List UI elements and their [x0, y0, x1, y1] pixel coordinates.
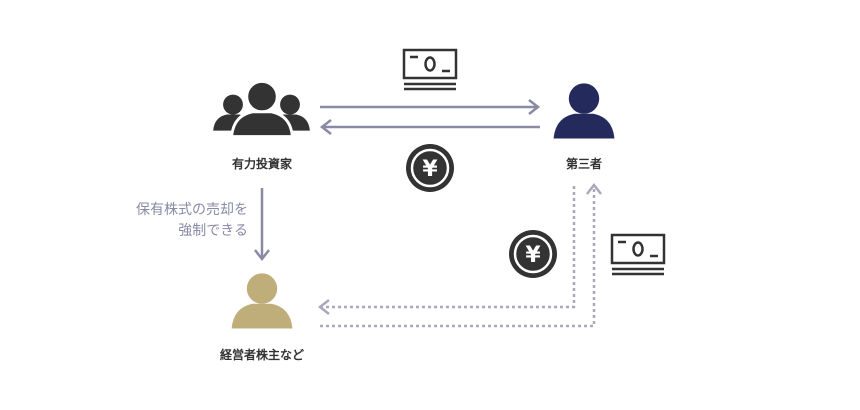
coin-symbol: ¥ — [525, 243, 541, 268]
banknote-icon — [402, 48, 458, 91]
third-party-person-icon — [553, 83, 615, 139]
management-person-icon — [231, 273, 293, 329]
arrow-investors-to-third-party — [320, 99, 541, 115]
dotted-arrow-head-left — [317, 299, 330, 315]
dotted-arrow-management-to-third-party — [320, 188, 596, 328]
group-people-icon — [213, 79, 310, 138]
dotted-arrow-head-up — [586, 182, 602, 195]
coin-symbol: ¥ — [422, 157, 438, 182]
caption-line-2: 強制できる — [178, 223, 248, 239]
third-party-label: 第三者 — [565, 157, 602, 171]
dotted-arrow-third-party-to-management — [322, 186, 576, 309]
arrow-third-party-to-investors — [319, 119, 540, 135]
investors-label: 有力投資家 — [231, 157, 292, 171]
management-label: 経営者株主など — [219, 348, 304, 362]
arrow-investors-to-management — [254, 188, 270, 262]
force-sale-caption: 保有株式の売却を 強制できる — [98, 200, 248, 242]
caption-line-1: 保有株式の売却を — [136, 202, 248, 218]
yen-coin-icon: ¥ — [509, 230, 557, 278]
yen-coin-icon: ¥ — [406, 144, 454, 192]
banknote-icon — [610, 233, 666, 276]
